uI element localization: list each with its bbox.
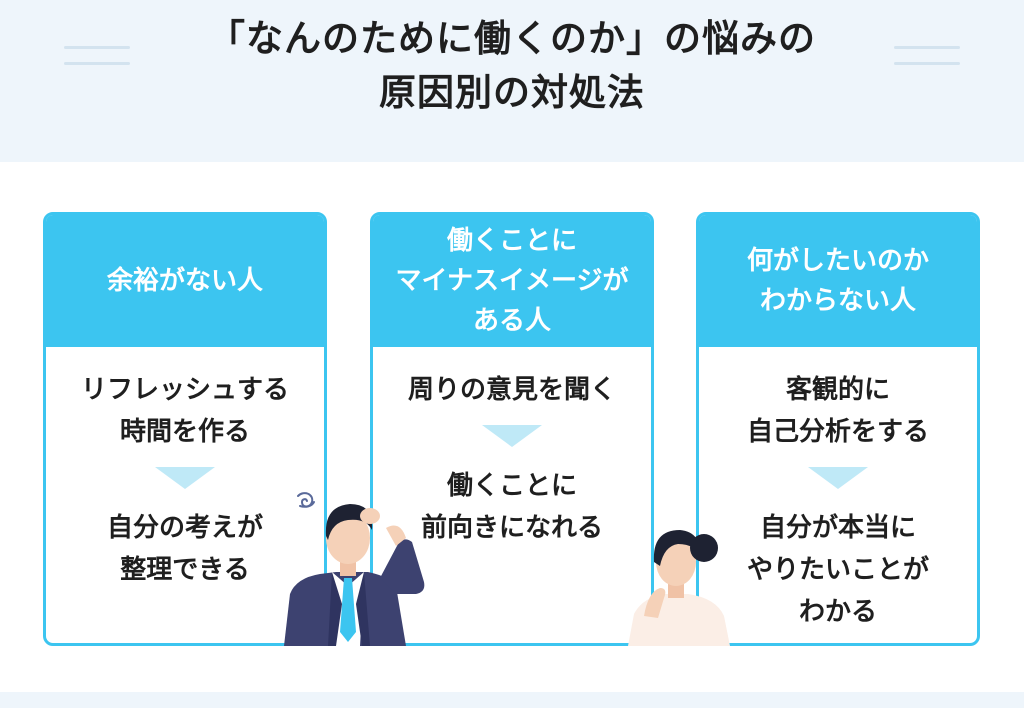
card-heading-text: 余裕がない人 — [106, 266, 263, 296]
card-action-text: リフレッシュする 時間を作る — [80, 375, 289, 447]
card-no-leeway: 余裕がない人 リフレッシュする 時間を作る 自分の考えが 整理できる — [43, 212, 327, 646]
card-result-text: 働くことに 前向きになれる — [420, 471, 603, 543]
card-heading-text: 何がしたいのか わからない人 — [746, 246, 929, 316]
header-decor-line-left-2 — [64, 62, 130, 65]
card-result-text: 自分が本当に やりたいことが わかる — [746, 513, 929, 627]
card-unclear-goals: 何がしたいのか わからない人 客観的に 自己分析をする 自分が本当に やりたいこ… — [696, 212, 980, 646]
card-action-text: 周りの意見を聞く — [407, 375, 616, 405]
card-heading-text: 働くことに マイナスイメージが ある人 — [395, 226, 629, 336]
card-heading: 余裕がない人 — [46, 215, 324, 347]
arrow-down-icon — [482, 425, 542, 447]
header-banner: 「なんのために働くのか」の悩みの 原因別の対処法 — [0, 0, 1024, 162]
card-action-text: 客観的に 自己分析をする — [746, 375, 929, 447]
card-heading: 働くことに マイナスイメージが ある人 — [373, 215, 651, 347]
worried-businessman-illustration — [284, 492, 425, 646]
header-decor-line-right-2 — [894, 62, 960, 65]
arrow-down-icon — [155, 467, 215, 489]
footer-band — [0, 692, 1024, 708]
arrow-down-icon — [808, 467, 868, 489]
header-decor-line-left — [64, 46, 130, 49]
header-decor-line-right — [894, 46, 960, 49]
card-heading: 何がしたいのか わからない人 — [699, 215, 977, 347]
page-title: 「なんのために働くのか」の悩みの 原因別の対処法 — [208, 17, 816, 114]
thinking-woman-illustration — [628, 530, 730, 646]
card-result-text: 自分の考えが 整理できる — [106, 513, 263, 585]
